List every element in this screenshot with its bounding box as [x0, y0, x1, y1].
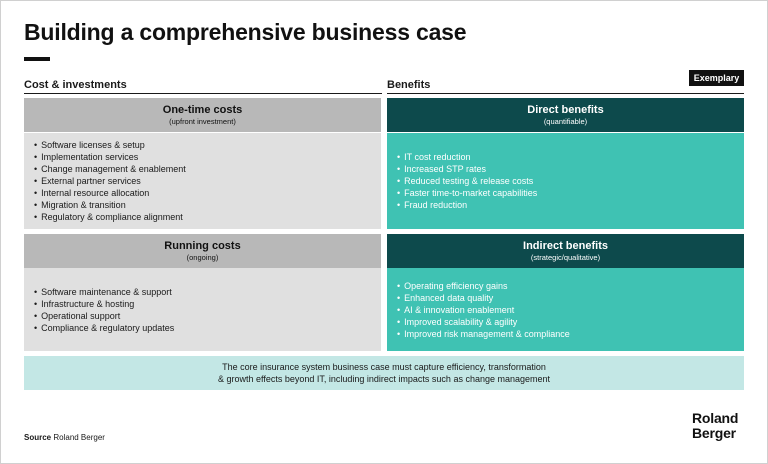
- source-value: Roland Berger: [53, 433, 105, 442]
- one-time-costs-body: Software licenses & setupImplementation …: [24, 133, 381, 229]
- list-item: Infrastructure & hosting: [34, 298, 381, 310]
- list-item: Migration & transition: [34, 199, 381, 211]
- list-item: Software licenses & setup: [34, 139, 381, 151]
- source-line: Source Roland Berger: [24, 433, 105, 442]
- list-item: Change management & enablement: [34, 163, 381, 175]
- one-time-costs-title: One-time costs: [162, 103, 243, 116]
- one-time-costs-list: Software licenses & setupImplementation …: [34, 139, 381, 223]
- cost-column-heading: Cost & investments: [24, 79, 127, 91]
- direct-benefits-list: IT cost reductionIncreased STP ratesRedu…: [397, 151, 744, 211]
- page-title: Building a comprehensive business case: [24, 19, 467, 45]
- list-item: Fraud reduction: [397, 199, 744, 211]
- list-item: Software maintenance & support: [34, 286, 381, 298]
- one-time-costs-header: One-time costs (upfront investment): [24, 98, 381, 132]
- list-item: Internal resource allocation: [34, 187, 381, 199]
- list-item: Operational support: [34, 310, 381, 322]
- running-costs-header: Running costs (ongoing): [24, 234, 381, 268]
- roland-berger-logo: Roland Berger: [692, 411, 738, 441]
- benefits-column-heading: Benefits: [387, 79, 431, 91]
- exemplary-badge: Exemplary: [689, 70, 744, 86]
- indirect-benefits-list: Operating efficiency gainsEnhanced data …: [397, 280, 744, 340]
- cost-column-rule: [24, 93, 382, 94]
- indirect-benefits-header: Indirect benefits (strategic/qualitative…: [387, 234, 744, 268]
- list-item: Compliance & regulatory updates: [34, 322, 381, 334]
- list-item: Increased STP rates: [397, 163, 744, 175]
- direct-benefits-header: Direct benefits (quantifiable): [387, 98, 744, 132]
- list-item: AI & innovation enablement: [397, 304, 744, 316]
- summary-note-line-1: The core insurance system business case …: [222, 362, 546, 372]
- list-item: Improved risk management & compliance: [397, 328, 744, 340]
- list-item: Improved scalability & agility: [397, 316, 744, 328]
- list-item: Regulatory & compliance alignment: [34, 211, 381, 223]
- source-label: Source: [24, 433, 52, 442]
- indirect-benefits-title: Indirect benefits: [523, 239, 608, 252]
- list-item: Enhanced data quality: [397, 292, 744, 304]
- list-item: External partner services: [34, 175, 381, 187]
- benefits-column-rule: [387, 93, 744, 94]
- running-costs-body: Software maintenance & supportInfrastruc…: [24, 268, 381, 351]
- summary-note-line-2: & growth effects beyond IT, including in…: [217, 374, 551, 384]
- direct-benefits-subtitle: (quantifiable): [543, 116, 588, 126]
- logo-line-1: Roland: [692, 410, 739, 426]
- list-item: Implementation services: [34, 151, 381, 163]
- list-item: IT cost reduction: [397, 151, 744, 163]
- list-item: Faster time-to-market capabilities: [397, 187, 744, 199]
- running-costs-title: Running costs: [164, 239, 241, 252]
- direct-benefits-body: IT cost reductionIncreased STP ratesRedu…: [387, 133, 744, 229]
- summary-note: The core insurance system business case …: [24, 356, 744, 390]
- list-item: Reduced testing & release costs: [397, 175, 744, 187]
- list-item: Operating efficiency gains: [397, 280, 744, 292]
- one-time-costs-subtitle: (upfront investment): [169, 116, 236, 126]
- title-underline: [24, 57, 50, 61]
- direct-benefits-title: Direct benefits: [527, 103, 604, 116]
- indirect-benefits-body: Operating efficiency gainsEnhanced data …: [387, 268, 744, 351]
- running-costs-subtitle: (ongoing): [186, 252, 219, 262]
- logo-line-2: Berger: [692, 425, 736, 441]
- indirect-benefits-subtitle: (strategic/qualitative): [530, 252, 601, 262]
- running-costs-list: Software maintenance & supportInfrastruc…: [34, 286, 381, 334]
